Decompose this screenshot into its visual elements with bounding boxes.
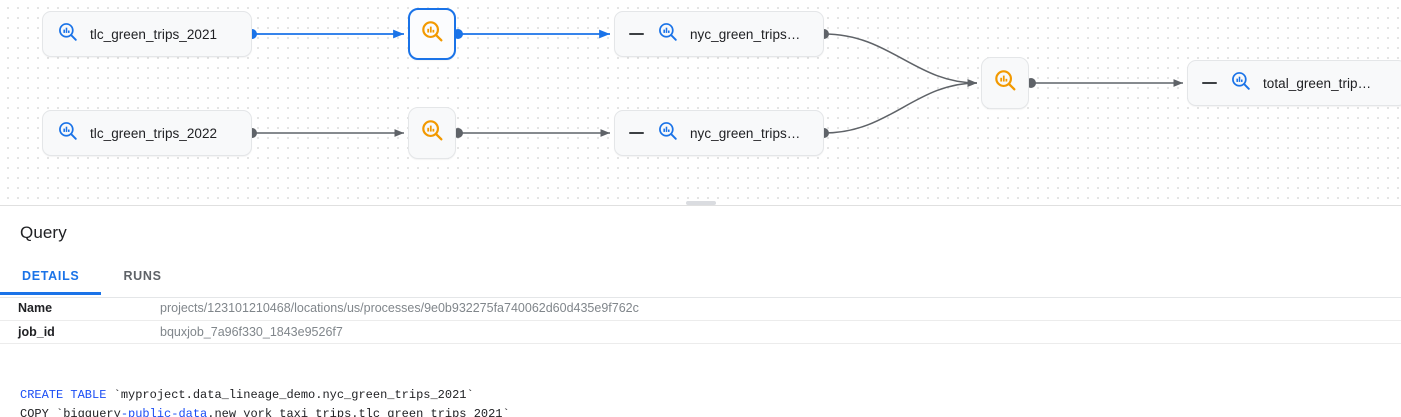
collapse-toggle-icon[interactable] [629,32,644,36]
collapse-toggle-icon[interactable] [1202,81,1217,85]
node-label: tlc_green_trips_2022 [90,125,218,141]
table-search-icon [57,21,79,48]
table-search-icon [57,120,79,147]
sql-keyword-create-table: CREATE TABLE [20,388,107,402]
tab-details[interactable]: DETAILS [0,263,102,295]
panel-resize-handle[interactable] [685,201,716,205]
sql-query-block: CREATE TABLE `myproject.data_lineage_dem… [0,376,1401,417]
node-label: tlc_green_trips_2021 [90,26,218,42]
panel-tabs: DETAILS RUNS [0,263,1401,298]
edge-proc2-nyc2 [453,128,610,138]
node-process-2[interactable] [408,107,456,159]
detail-value: projects/123101210468/locations/us/proce… [160,301,639,316]
lineage-graph-canvas[interactable]: tlc_green_trips_2021 tlc_green_trips_202… [0,0,1401,205]
node-tlc-green-trips-2022[interactable]: tlc_green_trips_2022 [42,110,252,156]
detail-row-job-id: job_id bquxjob_7a96f330_1843e9526f7 [0,321,1401,344]
node-tlc-green-trips-2021[interactable]: tlc_green_trips_2021 [42,11,252,57]
detail-value: bquxjob_7a96f330_1843e9526f7 [160,324,343,339]
detail-key: Name [18,301,53,316]
edge-proc1-nyc1 [453,29,610,39]
sql-keyword-public-data: -public-data [120,407,208,417]
node-nyc-green-trips-2[interactable]: nyc_green_trips… [614,110,824,156]
node-total-green-trips[interactable]: total_green_trip… [1187,60,1401,106]
sql-line2-rest: .new_york_taxi_trips.tlc_green_trips_202… [207,407,510,417]
process-search-icon [420,118,445,148]
table-search-icon [657,120,679,147]
node-label: nyc_green_trips… [690,26,801,42]
edge-proc3-total [1026,78,1183,88]
node-label: total_green_trip… [1263,75,1372,91]
detail-rows: Name projects/123101210468/locations/us/… [0,297,1401,344]
collapse-toggle-icon[interactable] [629,131,644,135]
node-nyc-green-trips-1[interactable]: nyc_green_trips… [614,11,824,57]
sql-line2-prefix: COPY `bigquery [20,407,121,417]
edge-tlc2021-proc1 [247,29,404,39]
process-search-icon [420,19,445,49]
panel-title: Query [20,223,67,242]
edge-nyc2-proc3 [819,79,978,138]
tab-runs[interactable]: RUNS [101,263,183,294]
edge-tlc2022-proc2 [247,128,404,138]
query-detail-panel: Query DETAILS RUNS Name projects/1231012… [0,201,1401,417]
edge-nyc1-proc3 [819,29,978,87]
node-process-3[interactable] [981,57,1029,109]
process-search-icon [993,68,1018,98]
node-label: nyc_green_trips… [690,125,801,141]
table-search-icon [657,21,679,48]
detail-key: job_id [18,324,55,339]
detail-row-name: Name projects/123101210468/locations/us/… [0,297,1401,321]
node-process-1[interactable] [408,8,456,60]
sql-line1-rest: `myproject.data_lineage_demo.nyc_green_t… [106,388,474,402]
table-search-icon [1230,70,1252,97]
